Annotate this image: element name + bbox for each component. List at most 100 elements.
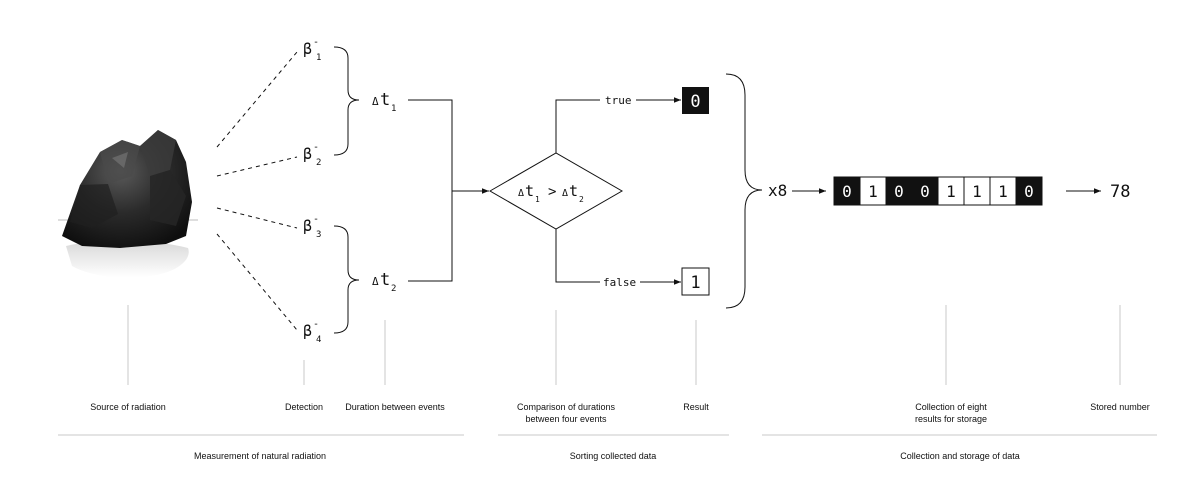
bit-value: 1 (868, 182, 878, 201)
ray-4 (216, 233, 298, 331)
beta-detection-3: β - 3 (303, 214, 321, 240)
bit-cell-bg (833, 176, 861, 206)
false-branch-line (555, 229, 600, 283)
bit-cell: 1 (859, 176, 887, 206)
caption-stored: Stored number (1090, 402, 1150, 412)
beta-symbol: β (303, 322, 312, 340)
bit-cell-bg (963, 176, 991, 206)
t-subscript-right: 2 (579, 195, 584, 204)
duration-delta-t2: Δ t 2 (372, 270, 396, 294)
brace-bottom (333, 225, 360, 334)
result-true-box: 0 (682, 87, 709, 114)
result-false-value: 1 (690, 273, 700, 293)
beta-detection-4: β - 4 (303, 319, 321, 345)
false-label: false (603, 276, 636, 289)
ray-2 (216, 156, 298, 177)
beta-symbol: β (303, 145, 312, 163)
comparison-diamond (488, 152, 624, 230)
bit-value: 0 (842, 182, 852, 201)
beta-subscript: 2 (316, 158, 321, 168)
stored-number: 78 (1110, 182, 1130, 202)
caption-comparison-line2: between four events (525, 414, 607, 424)
caption-collection-line2: results for storage (915, 414, 987, 424)
comparison-expression: Δ t 1 > Δ t 2 (518, 182, 584, 204)
delta-symbol: Δ (372, 95, 379, 108)
brace-top (333, 46, 360, 156)
bit-cell: 0 (1015, 176, 1043, 206)
multiplier-label: x8 (768, 181, 787, 200)
bit-value: 1 (946, 182, 956, 201)
beta-symbol: β (303, 40, 312, 58)
bit-cell: 0 (885, 176, 913, 206)
rock-facet (140, 130, 176, 176)
caption-duration: Duration between events (345, 402, 445, 412)
beta-detection-1: β - 1 (303, 37, 321, 63)
bit-cell: 1 (937, 176, 965, 206)
connector-t2 (408, 191, 453, 282)
caption-result: Result (683, 402, 709, 412)
t-symbol: t (525, 182, 534, 200)
t-subscript: 1 (391, 104, 396, 114)
group-label-measurement: Measurement of natural radiation (194, 451, 326, 461)
t-symbol: t (380, 270, 390, 290)
delta-symbol: Δ (562, 188, 568, 199)
caption-comparison-line1: Comparison of durations (517, 402, 616, 412)
bit-cell: 0 (911, 176, 939, 206)
bit-value: 1 (972, 182, 982, 201)
bit-cell-bg (911, 176, 939, 206)
bit-value: 1 (998, 182, 1008, 201)
group-label-storage: Collection and storage of data (900, 451, 1020, 461)
bit-cell-bg (859, 176, 887, 206)
true-label: true (605, 94, 632, 107)
beta-charge: - (313, 37, 319, 48)
t-symbol: t (380, 90, 390, 110)
step-captions: Source of radiation Detection Duration b… (90, 402, 1150, 424)
caption-source: Source of radiation (90, 402, 166, 412)
beta-subscript: 3 (316, 230, 321, 240)
bit-cell: 1 (989, 176, 1017, 206)
delta-symbol: Δ (372, 275, 379, 288)
caption-guides (127, 305, 1121, 385)
group-label-sorting: Sorting collected data (570, 451, 657, 461)
bit-cell-bg (885, 176, 913, 206)
caption-collection-line1: Collection of eight (915, 402, 987, 412)
rock-facet (70, 184, 118, 228)
duration-delta-t1: Δ t 1 (372, 90, 396, 114)
bit-cell-bg (1015, 176, 1043, 206)
beta-subscript: 1 (316, 53, 321, 63)
beta-subscript: 4 (316, 335, 321, 345)
radiation-rays (216, 51, 298, 331)
beta-charge: - (313, 142, 319, 153)
ray-3 (216, 207, 298, 229)
delta-symbol: Δ (518, 188, 524, 199)
bit-value: 0 (1024, 182, 1034, 201)
bit-value: 0 (920, 182, 930, 201)
rock-facet (150, 170, 186, 226)
t-subscript-left: 1 (535, 195, 540, 204)
rock-highlight (112, 152, 128, 168)
result-box-bg (681, 267, 710, 296)
beta-symbol: β (303, 217, 312, 235)
t-symbol: t (569, 182, 578, 200)
beta-detection-2: β - 2 (303, 142, 321, 168)
rock-reflection (66, 241, 189, 278)
bit-value: 0 (894, 182, 904, 201)
radiation-source-rock (58, 130, 198, 278)
connector-t1 (408, 99, 453, 191)
caption-detection: Detection (285, 402, 323, 412)
true-branch-line (555, 99, 600, 153)
greater-than-operator: > (548, 184, 556, 200)
bit-cell: 1 (963, 176, 991, 206)
result-box-bg (682, 87, 709, 114)
result-true-value: 0 (690, 92, 700, 112)
result-false-box: 1 (681, 267, 710, 296)
results-brace (725, 73, 763, 309)
ray-1 (216, 51, 298, 148)
section-groups: Measurement of natural radiation Sorting… (58, 434, 1157, 461)
beta-charge: - (313, 319, 319, 330)
t-subscript: 2 (391, 284, 396, 294)
beta-charge: - (313, 214, 319, 225)
bit-cell: 0 (833, 176, 861, 206)
